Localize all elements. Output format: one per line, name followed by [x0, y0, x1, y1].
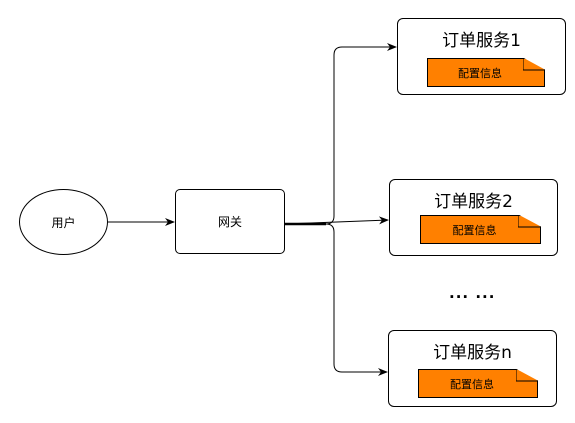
config-label: 配置信息: [450, 377, 494, 391]
gateway-label: 网关: [217, 215, 242, 229]
config-label: 配置信息: [452, 223, 497, 237]
config-label: 配置信息: [458, 66, 502, 80]
gateway-node: 网关: [175, 189, 285, 254]
service-title: 订单服务2: [434, 192, 513, 212]
config-document: 配置信息: [427, 58, 545, 87]
edge-gateway-service1: [285, 43, 397, 225]
edge-gateway-servicen: [285, 223, 388, 376]
user-node: 用户: [19, 189, 108, 255]
service-node-1: 订单服务1 配置信息: [397, 18, 566, 95]
document-fold-icon: [518, 215, 541, 228]
config-document: 配置信息: [418, 369, 538, 398]
document-fold-icon: [516, 369, 538, 382]
service-title: 订单服务n: [433, 343, 512, 363]
service-node-n: 订单服务n 配置信息: [388, 330, 557, 407]
user-label: 用户: [51, 215, 76, 230]
document-fold-icon: [523, 58, 545, 71]
service-title: 订单服务1: [442, 31, 521, 51]
service-node-2: 订单服务2 配置信息: [389, 179, 558, 256]
more-services-ellipsis: ... ...: [449, 284, 496, 302]
config-document: 配置信息: [420, 215, 541, 244]
